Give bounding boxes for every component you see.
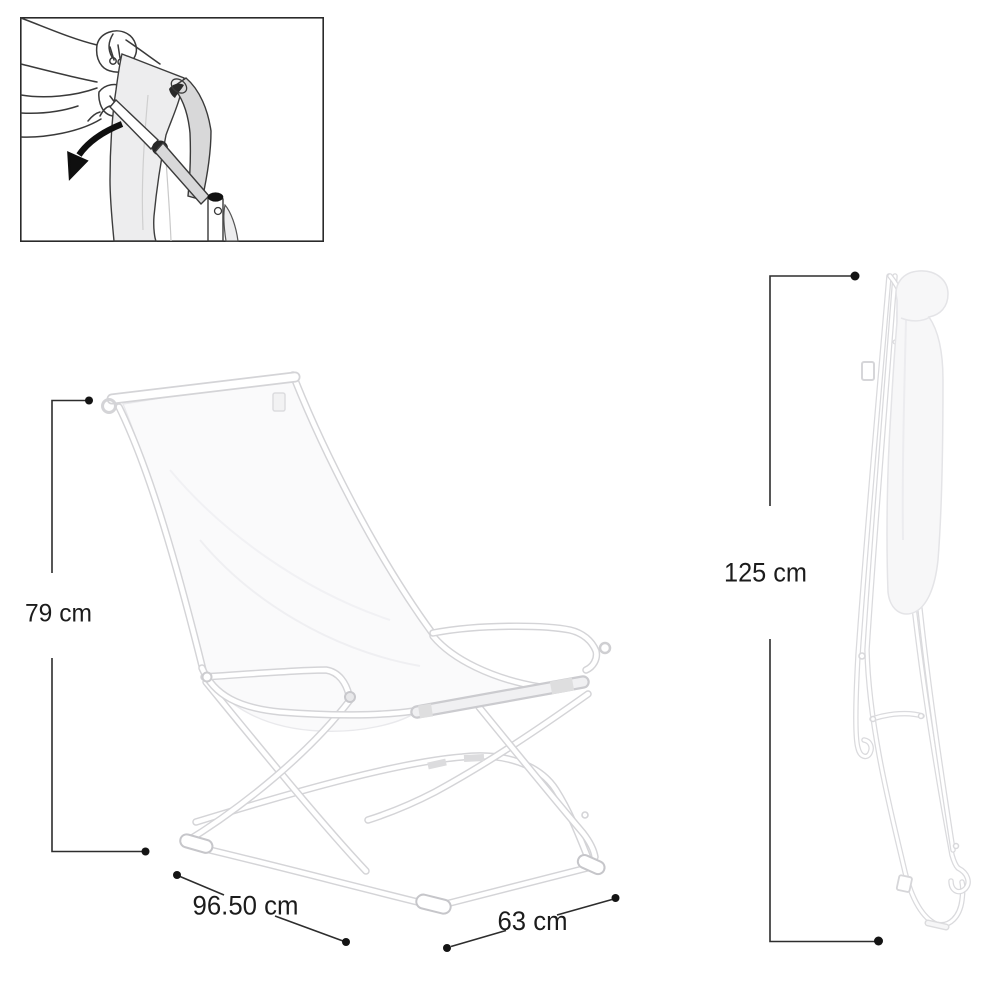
svg-text:63 cm: 63 cm xyxy=(498,906,568,936)
svg-text:125 cm: 125 cm xyxy=(724,558,807,588)
svg-text:96.50 cm: 96.50 cm xyxy=(193,891,299,921)
svg-text:79 cm: 79 cm xyxy=(25,600,92,628)
